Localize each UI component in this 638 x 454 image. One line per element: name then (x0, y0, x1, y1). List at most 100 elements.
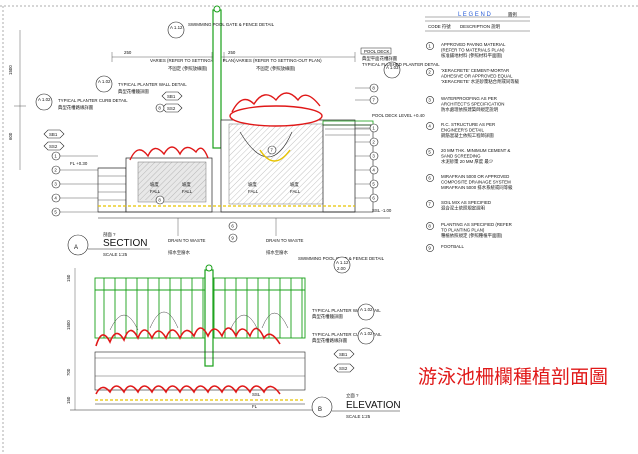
gate-detail-label: SWIMMING POOL GATE & FENCE DETAIL (188, 22, 275, 27)
elevation-wall (94, 351, 306, 391)
legend-description: APPROVED PAVING MATERIAL (441, 42, 506, 47)
fl-level: FL +0.30 (70, 161, 88, 166)
elevation-b-bubble (311, 396, 333, 418)
legend-code: 5 (428, 150, 431, 155)
legend-panel: L E G E N D 圖例 CODE 符號 DESCRIPTION 說明 (425, 11, 530, 32)
planter-wall-cn: 典型花槽牆詳圖 (118, 88, 149, 95)
gate-post-cap (213, 5, 221, 13)
legend-code-circle (426, 42, 434, 50)
varies-left: VARIES (REFER TO SETTING-OUT PLAN) (150, 58, 236, 63)
drain-cn-1: 排水至廢水 (168, 249, 191, 256)
pool-deck-box: POOL DECK (364, 49, 390, 54)
legend-description-cn: 混合泥土依照規定說明 (441, 205, 486, 212)
section-a-scale: SCALE 1:25 (103, 252, 128, 257)
elev-dim-150: 150 (66, 274, 71, 282)
code-tag-sb1-b: SB1 (167, 94, 176, 99)
elev-dim-150b: 150 (66, 396, 71, 404)
fall-cn-1: 坡度 (150, 181, 159, 188)
ref-bubble-gate (167, 21, 185, 39)
legend-code: 8 (428, 224, 431, 229)
legend-description-cn: 鋼筋混凝土依照工程師詳圖 (441, 132, 494, 139)
drain-label-2: DRAIN TO WASTE (266, 238, 304, 243)
section-a-label: SECTION (103, 238, 147, 249)
elev-planter-curb-cn: 典型花槽路緣詳圖 (312, 337, 348, 344)
callout-number: 4 (372, 168, 375, 173)
elevation-b-letter: B (318, 407, 322, 413)
elevation-b-scale: SCALE 1:25 (346, 414, 371, 419)
planter-curb-label: TYPICAL PLANTER CURB DETAIL (58, 98, 128, 103)
callout-number: 8 (372, 86, 375, 91)
legend-description: ENGINEER'S DETAIL (441, 128, 485, 133)
elev-dim-700: 700 (66, 368, 71, 376)
elev-planter-wall: TYPICAL PLANTER WALL DETAIL (312, 308, 381, 313)
fall-label-2: FALL (182, 189, 193, 194)
callout-number: 3 (372, 154, 375, 159)
legend-code: 4 (428, 124, 431, 129)
legend-code: 9 (428, 246, 431, 251)
elevation-gate-post (204, 269, 214, 367)
elev-gate-ref-b: 2.00 (337, 266, 346, 271)
code-tag-ss2-a: SS2 (49, 144, 58, 149)
legend-description: SOIL MIX AS SPECIFIED (441, 200, 491, 205)
legend-code: 2 (428, 70, 431, 75)
legend-description: ARCHITECT'S SPECIFICATION (441, 102, 504, 107)
dim-600: 600 (8, 132, 13, 140)
section-a-drawing: 1500 600 250 250 VARIES (REFER TO SETTIN… (8, 5, 440, 257)
elevation-b-label: ELEVATION (346, 400, 401, 411)
callout-circle (267, 145, 277, 155)
right-planter-foliage (229, 105, 323, 127)
legend-description: ADHESIVE OR APPROVED EQUAL (441, 74, 513, 79)
legend-description: COMPOSITE DRAINAGE SYSTEM (441, 180, 511, 185)
fall-cn-3: 坡度 (248, 181, 257, 188)
legend-description: FOOTBALL (441, 244, 464, 249)
callout-circle (228, 221, 238, 231)
callout-number: 3 (54, 182, 57, 187)
planter-curb-ref: A 1.02 (38, 97, 51, 102)
planter-wall-ref: A 1.02 (98, 79, 111, 84)
elev-fl: FL (252, 404, 258, 409)
code-tag-sb1-a: SB1 (49, 132, 58, 137)
page-title: 游泳池柵欄種植剖面圖 (418, 367, 609, 388)
callout-number: 5 (54, 210, 57, 215)
planter-wall-label: TYPICAL PLANTER WALL DETAIL (118, 82, 187, 87)
elevation-foliage-lower (95, 385, 281, 395)
gate-post (212, 9, 222, 149)
elevation-b-drawing: 150 1500 700 150 SSL FL SWIMMING POOL GA… (66, 256, 401, 419)
legend-description: PLANTING AS SPECIFIED (REFER (441, 222, 512, 227)
elev-planter-wall-cn: 典型花槽牆詳圖 (312, 313, 343, 320)
dim-250-right: 250 (228, 50, 236, 55)
callout-number: 1 (54, 154, 57, 159)
dim-250-left: 250 (124, 50, 132, 55)
legend-heading-cn: 圖例 (508, 11, 517, 18)
varies-right-cn: 不固定 (參照放線圖) (256, 65, 296, 72)
callout-number: 6 (231, 224, 234, 229)
elev-ssl: SSL (252, 392, 261, 397)
legend-heading: L E G E N D (458, 12, 491, 18)
callout-circle (155, 103, 165, 113)
callout-circle (228, 233, 238, 243)
legend-description: WATERPROOFING AS PER (441, 96, 497, 101)
callout-circle (155, 195, 165, 205)
callout-number: 8 (158, 198, 161, 203)
legend-code-circle (426, 244, 434, 252)
legend-code-header: CODE 符號 (428, 23, 451, 30)
elev-code-sb1: SB1 (339, 352, 348, 357)
elev-ref2: A 1.02 (360, 331, 373, 336)
flush-planter-label: TYPICAL FLUSHED PLANTER DETAIL (362, 62, 440, 67)
fall-cn-4: 坡度 (290, 181, 299, 188)
section-a-bubble (67, 234, 89, 256)
legend-desc-header: DESCRIPTION 說明 (460, 23, 501, 30)
legend-code: 7 (428, 202, 431, 207)
callout-number: 5 (372, 182, 375, 187)
callout-number: 8 (158, 106, 161, 111)
pool-deck-level: POOL DECK LEVEL +0.40 (372, 113, 425, 118)
varies-left-cn: 不固定 (參照放線圖) (168, 65, 208, 72)
varies-right: VARIES (REFER TO SETTING-OUT PLAN) (236, 58, 322, 63)
legend-description-cn: 防水處理依照建築師規定說明 (441, 106, 499, 113)
fall-cn-2: 坡度 (182, 181, 191, 188)
elev-ref1: A 1.02 (360, 307, 373, 312)
callout-number: 2 (372, 140, 375, 145)
legend-description-cn: 水泥砂漿 20 MM 厚度 最少 (441, 158, 494, 165)
